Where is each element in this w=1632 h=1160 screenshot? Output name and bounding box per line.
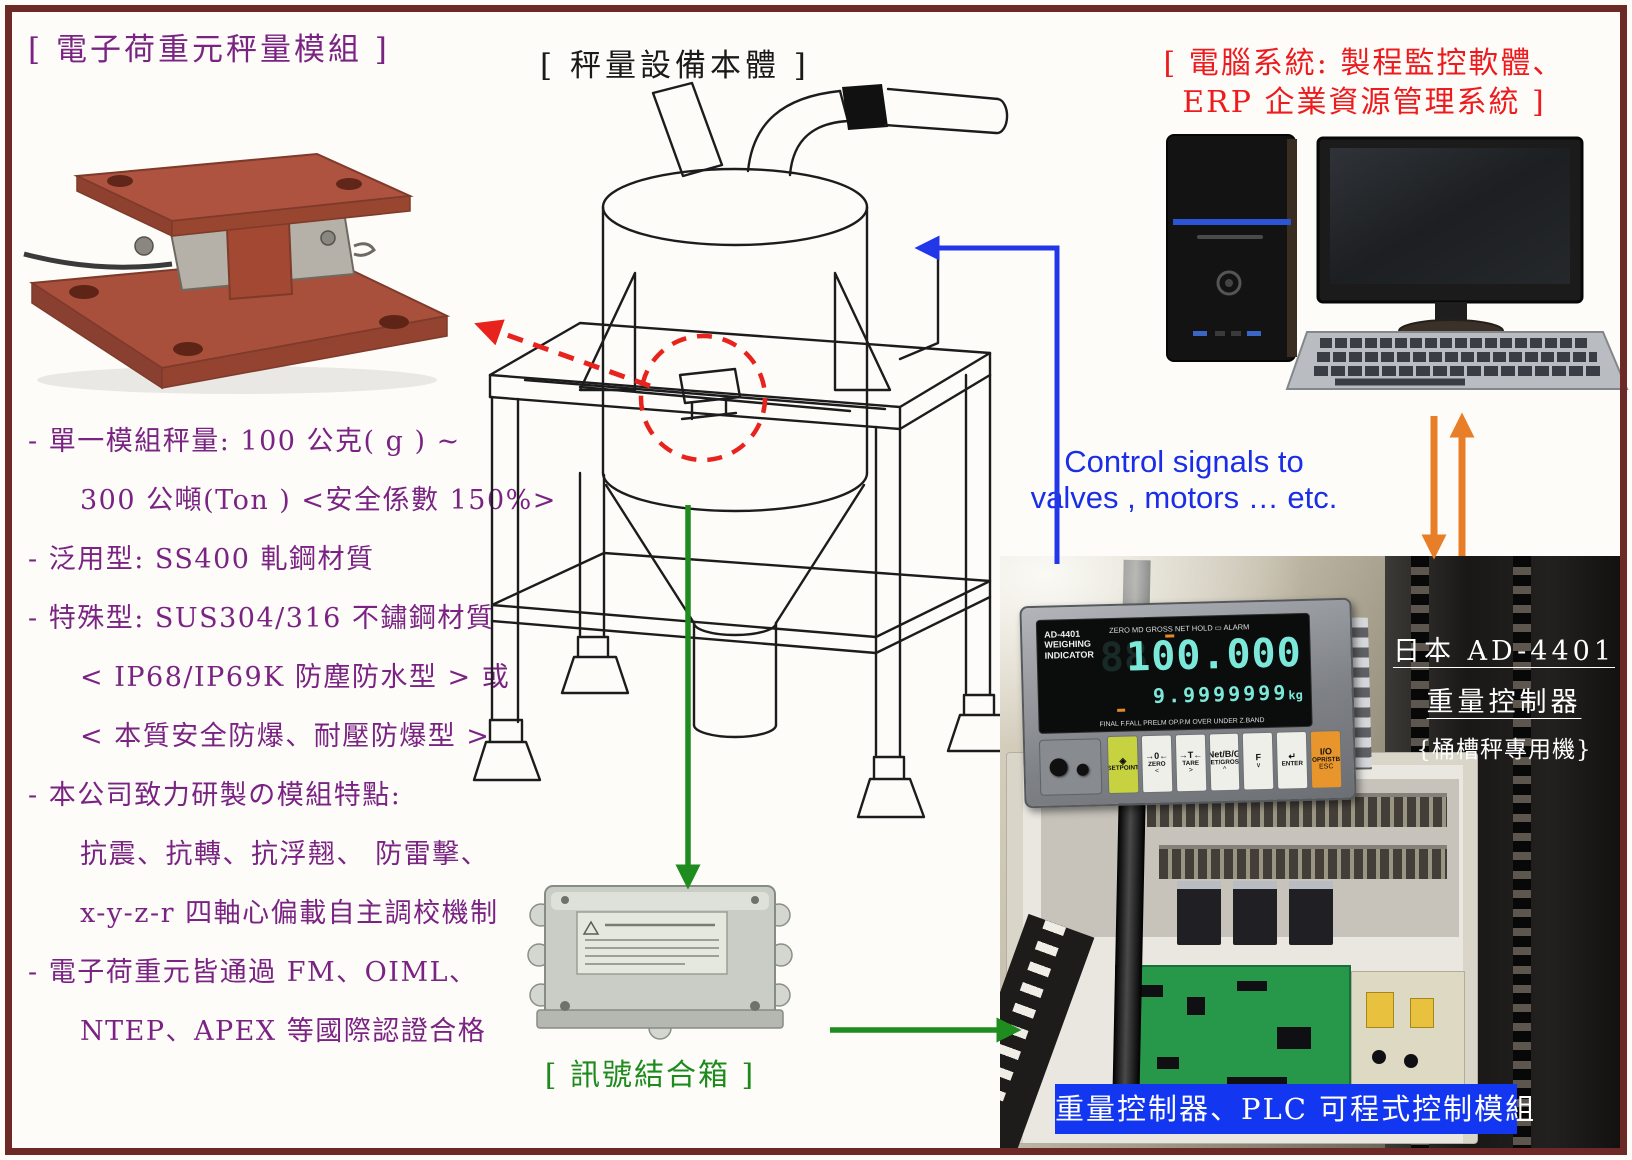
weighing-tank-drawing [472, 81, 1016, 819]
tank-gussets [578, 255, 940, 392]
display-sub-value: 9.9999999kg [1152, 680, 1304, 708]
spec-line: - 特殊型: SUS304/316 不鏽鋼材質 [28, 603, 495, 634]
junction-box-title: [ 訊號結合箱 ] [544, 1058, 756, 1093]
spec-bullet-list: - 單一模組秤量: 100 公克( g ) ~ 300 公噸(Ton ) <安全係… [28, 412, 557, 1061]
indicator-limits-row: FINAL F.FALL PRELM OP.P.M OVER UNDER Z.B… [1099, 717, 1265, 729]
spec-line: - 本公司致力研製の模組特點: [28, 780, 402, 811]
load-cell-top-plate [73, 152, 414, 238]
load-cell-module-title: [ 電子荷重元秤量模組 ] [28, 32, 390, 68]
display-unit: kg [1288, 687, 1304, 703]
rack-rail [1513, 556, 1531, 1148]
indicator-button-enter: ↵ENTER [1276, 730, 1309, 790]
junction-box-label-sticker [576, 911, 728, 975]
tower-blue-stripe [1173, 219, 1291, 225]
computer-title-line2: ERP 企業資源管理系統 ] [1182, 85, 1546, 120]
indicator-button-setpoint: ◈SETPOINT [1106, 735, 1140, 795]
tower-power-button [1216, 270, 1242, 296]
indicator-model-label: AD-4401 WEIGHING INDICATOR [1044, 628, 1094, 661]
computer-monitor [1316, 136, 1584, 343]
support-frame [488, 321, 992, 431]
computer-system-title: [ 電腦系統: 製程監控軟體、 ERP 企業資源管理系統 ] [1100, 44, 1628, 122]
spec-line: - 泛用型: SS400 軋鋼材質 [28, 544, 375, 575]
tank-top-pipes [651, 81, 1009, 178]
tank-body [601, 167, 869, 739]
spec-line: 抗震、抗轉、抗浮翹、 防雷擊、 [80, 839, 490, 870]
weighing-equipment-title: [ 秤量設備本體 ] [540, 48, 810, 84]
frame-feet [472, 635, 1016, 819]
junction-box-flange [536, 1009, 784, 1029]
control-cabinet [1006, 752, 1478, 1144]
spec-line: 300 公噸(Ton ) <安全係數 150%> [80, 485, 557, 516]
relay-block [1177, 881, 1221, 945]
indicator-button-tare: →T←TARE> [1174, 733, 1207, 793]
frame-lower-brace [490, 551, 992, 655]
junction-box-photo [527, 885, 793, 1040]
computer-tower [1166, 134, 1297, 362]
load-cell-shadow [37, 366, 437, 394]
indicator-display: AD-4401 WEIGHING INDICATOR ZERO MD GROSS… [1035, 612, 1313, 734]
controller-caption: 日本 AD-4401 重量控制器 {桶槽秤專用機} [1378, 626, 1620, 772]
load-cell-photo [23, 152, 451, 394]
load-cell-base-plate [29, 254, 451, 390]
control-signals-line1: Control signals to [1064, 444, 1304, 479]
computer-title-line1: [ 電腦系統: 製程監控軟體、 [1163, 46, 1565, 81]
computer-keyboard [1285, 331, 1629, 390]
cotter-pin [353, 242, 376, 257]
indicator-knob [1076, 763, 1089, 776]
controller-caption-line2: 重量控制器 [1426, 687, 1582, 719]
junction-box-lid-highlight [551, 892, 769, 910]
relay-block [1233, 881, 1277, 945]
relay-block [1289, 881, 1333, 945]
terminal-block-row [1159, 845, 1447, 879]
indicator-knob-panel [1038, 738, 1103, 796]
indicator-button-f: F∨ [1242, 731, 1275, 791]
spec-line: - 單一模組秤量: 100 公克( g ) ~ [28, 426, 461, 457]
display-main-value: 100.000 [1125, 630, 1303, 681]
control-signals-line2: valves , motors … etc. [1030, 479, 1338, 515]
frame-legs [490, 373, 992, 759]
plc-banner: 重量控制器、PLC 可程式控制模組 [1055, 1084, 1534, 1134]
sub-indicator-tick [1117, 708, 1126, 712]
control-signals-note: Control signals to valves , motors … etc… [1022, 444, 1346, 515]
spec-line: x-y-z-r 四軸心偏載自主調校機制 [80, 898, 499, 929]
spec-line: - 電子荷重元皆通過 FM、OIML、 [28, 957, 478, 988]
spec-line: < 本質安全防爆、耐壓防爆型 > [80, 721, 491, 752]
pipe-black-band [842, 84, 888, 130]
ad4401-indicator: AD-4401 WEIGHING INDICATOR ZERO MD GROSS… [1019, 597, 1372, 809]
indicator-knob [1049, 758, 1068, 777]
computer-photo [1166, 134, 1629, 390]
spec-line: < IP68/IP69K 防塵防水型 > 或 [80, 662, 511, 693]
controller-caption-line1: 日本 AD-4401 [1392, 636, 1616, 667]
junction-box-screws [560, 896, 760, 1011]
indicator-button-zero: →0←ZERO< [1140, 734, 1174, 794]
controller-plc-photo: AD-4401 WEIGHING INDICATOR ZERO MD GROSS… [1000, 556, 1620, 1148]
spec-line: NTEP、APEX 等國際認證合格 [80, 1016, 487, 1047]
controller-caption-line3: {桶槽秤專用機} [1416, 736, 1592, 763]
load-cell-cable [23, 251, 173, 270]
